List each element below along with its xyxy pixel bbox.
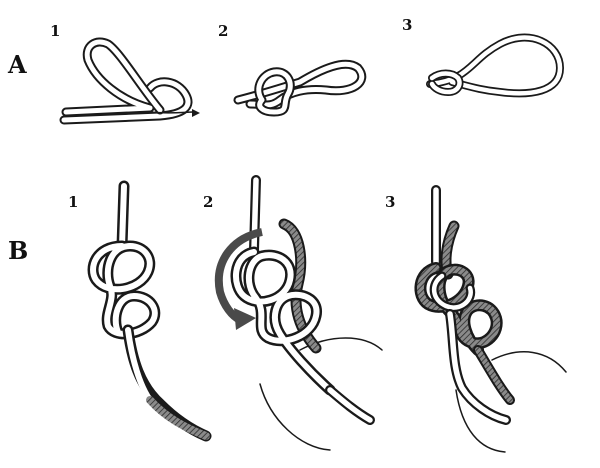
knot-step-a2 [233, 59, 367, 117]
row-label-b: B [8, 236, 29, 265]
row-label-a: A [8, 50, 27, 79]
step-b3-number: 3 [385, 193, 396, 211]
knot-step-b1 [87, 180, 212, 442]
knot-step-b2 [230, 175, 383, 451]
knot-step-a1 [59, 37, 194, 125]
knot-step-a3 [426, 33, 564, 98]
rotation-arrow-icon [214, 228, 263, 330]
step-a3-number: 3 [402, 16, 413, 34]
step-a2-number: 2 [218, 22, 229, 40]
step-b2-number: 2 [203, 193, 214, 211]
direction-arrowhead-icon [192, 109, 200, 117]
step-a1-number: 1 [50, 22, 61, 40]
knot-step-b3 [414, 185, 567, 453]
step-b1-number: 1 [68, 193, 79, 211]
